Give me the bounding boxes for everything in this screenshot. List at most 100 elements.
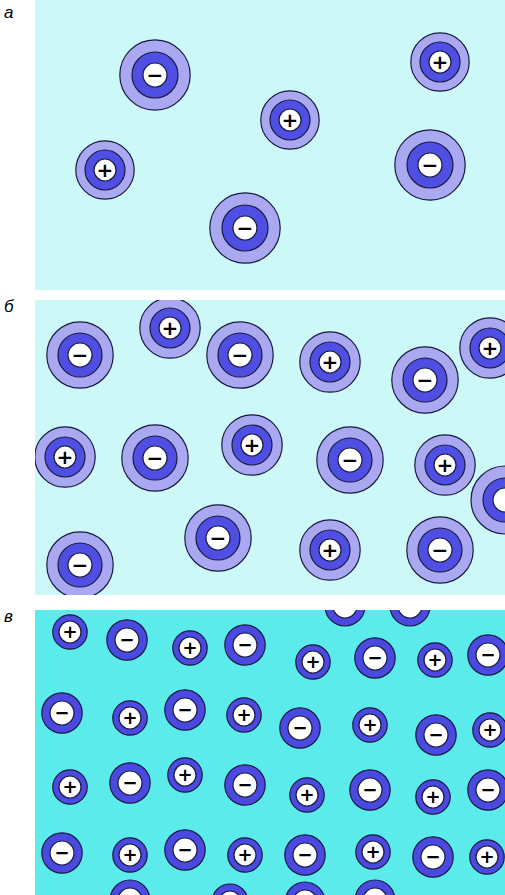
ion-sign: + [62,623,77,641]
ion-sign: + [482,338,499,358]
ion-sign: − [232,345,249,365]
ion-sign: − [72,345,89,365]
ion-circle: − [412,836,454,878]
panel-letter: б [4,298,14,315]
ion-sign: + [244,435,261,455]
ion-circle: − [224,624,266,666]
ion-circle: + [417,642,453,678]
ion-sign: + [482,721,497,739]
ion-circle: + [167,757,203,793]
ion-circle: + [352,707,388,743]
ion-circle: − [391,346,459,414]
ion-circle: − [415,714,457,756]
ion-circle: + [52,769,88,805]
ion-circle: + [472,712,505,748]
ion-circle: − [394,129,466,201]
ion-sign: + [122,709,137,727]
ion-sign: + [122,846,137,864]
ion-sign: + [427,651,442,669]
ion-sign: − [72,555,89,575]
ion-circle: + [410,32,470,92]
ion-sign: + [362,716,377,734]
ion-circle: − [349,769,391,811]
ion-sign: − [417,370,434,390]
ion-circle: + [112,700,148,736]
ion-sign: − [147,448,164,468]
ion-circle: − [279,707,321,749]
ion-circle: − [206,321,274,389]
ion-circle: − [109,762,151,804]
ion-sign: − [480,646,495,664]
ion-circle: − [224,764,266,806]
ion-sign: − [428,726,443,744]
ion-circle: − [164,829,206,871]
ion-sign: + [236,706,251,724]
ion-circle: − [119,39,191,111]
ion-circle: + [112,837,148,873]
ion-circle: − [164,689,206,731]
ion-circle: − [284,834,326,876]
ion-sign: − [237,636,252,654]
ion-sign: + [237,846,252,864]
ion-sign: + [162,318,179,338]
ion-circle: − [121,424,189,492]
ion-circle: + [414,434,476,496]
ion-sign: + [62,778,77,796]
ion-sign: − [480,781,495,799]
ion-circle: + [299,519,361,581]
ion-circle: + [289,777,325,813]
ion-sign: − [237,776,252,794]
ion-circle: − [41,692,83,734]
panel-letter: а [4,4,13,21]
ion-circle: + [226,697,262,733]
ion-sign: + [57,447,74,467]
solution-panel: ++−−+−++−−+−+−− [35,300,505,595]
panel-letter: в [4,608,13,625]
ion-sign: − [54,704,69,722]
solution-panel: + − + − + − [35,0,505,290]
ion-circle: + [459,317,505,379]
ion-sign: + [425,788,440,806]
ion-sign: − [292,719,307,737]
ion-circle: + [172,630,208,666]
ion-sign: − [54,844,69,862]
ion-circle: + [139,300,201,359]
ion-circle: + [355,834,391,870]
ion-circle: + [469,839,505,875]
ion-circle: + [75,140,135,200]
ion-circle: + [299,331,361,393]
ion-sign: − [237,218,254,238]
ion-circle: − [41,832,83,874]
ion-circle: − [46,321,114,389]
ion-sign: − [362,781,377,799]
ion-sign: − [422,155,439,175]
ion-circle: + [415,779,451,815]
ion-circle: + [260,90,320,150]
ion-circle: − [184,504,252,572]
ion-sign: − [425,848,440,866]
ion-sign: + [299,786,314,804]
ion-sign: + [177,766,192,784]
ion-sign: + [97,160,114,180]
ion-circle: − [467,769,505,811]
solution-panel: +−+−+−+−−+−+−+−++−+−+−+−−+−+−+−+ [35,610,505,895]
ion-sign: − [297,846,312,864]
ion-circle: − [46,531,114,595]
ion-circle: − [209,192,281,264]
ion-sign: + [322,540,339,560]
ion-sign: − [367,649,382,667]
ion-sign: + [182,639,197,657]
ion-circle: + [227,837,263,873]
ion-circle: − [406,516,474,584]
ion-sign: − [177,701,192,719]
ion-circle: − [106,619,148,661]
ion-circle: + [295,644,331,680]
ion-sign: + [437,455,454,475]
ion-circle: − [316,426,384,494]
ion-sign: + [322,352,339,372]
ion-circle: + [221,414,283,476]
ion-sign: + [282,110,299,130]
ion-sign: − [119,631,134,649]
ion-sign: + [432,52,449,72]
ion-circle: + [52,614,88,650]
